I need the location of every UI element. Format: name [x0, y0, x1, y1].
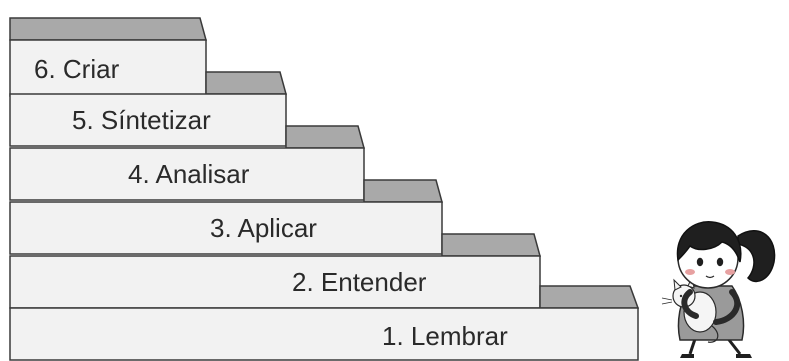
girl-holding-cat-illustration	[661, 221, 776, 358]
step-1-top	[539, 285, 640, 309]
step-3-face	[9, 201, 443, 255]
girl-cheek-left	[685, 269, 695, 275]
step-4-label: 4. Analisar	[128, 159, 250, 189]
girl-eye-right	[716, 257, 724, 267]
step-5-top	[205, 71, 287, 95]
step-1	[9, 285, 640, 361]
step-4-top	[285, 125, 365, 149]
girl-mouth	[705, 275, 715, 279]
step-1-face	[9, 307, 639, 361]
cat-eye	[679, 294, 683, 298]
step-5	[9, 71, 287, 147]
girl-eye-left	[696, 257, 704, 267]
girl-cheek-right	[725, 269, 735, 275]
step-1-label: 1. Lembrar	[382, 321, 508, 351]
step-5-label: 5. Síntetizar	[72, 105, 211, 135]
step-2-top	[441, 233, 541, 257]
step-2-face	[9, 255, 541, 309]
girl-shoe-right	[736, 354, 752, 358]
step-4	[9, 125, 365, 201]
step-6-face	[9, 39, 207, 97]
step-6-label: 6. Criar	[34, 54, 120, 84]
step-5-face	[9, 93, 287, 147]
girl-arm-right	[713, 289, 741, 325]
step-3-top	[363, 179, 443, 203]
cat-tail	[707, 325, 719, 343]
cat-whisker	[661, 301, 673, 305]
staircase: 6. Criar 5. Síntetizar 4. Analisar 3. Ap…	[9, 17, 640, 361]
step-2-label: 2. Entender	[292, 267, 427, 297]
step-6	[9, 17, 207, 97]
girl-shoe-left	[680, 354, 694, 358]
step-4-face	[9, 147, 365, 201]
cat-ear-left	[673, 278, 682, 291]
girl-ponytail	[737, 230, 776, 283]
step-3-label: 3. Aplicar	[210, 213, 317, 243]
cat-whisker	[661, 297, 673, 301]
girl-arm-left	[681, 289, 699, 319]
girl-hair	[676, 221, 742, 263]
step-6-top	[9, 17, 207, 41]
step-2	[9, 233, 541, 309]
step-3	[9, 179, 443, 255]
